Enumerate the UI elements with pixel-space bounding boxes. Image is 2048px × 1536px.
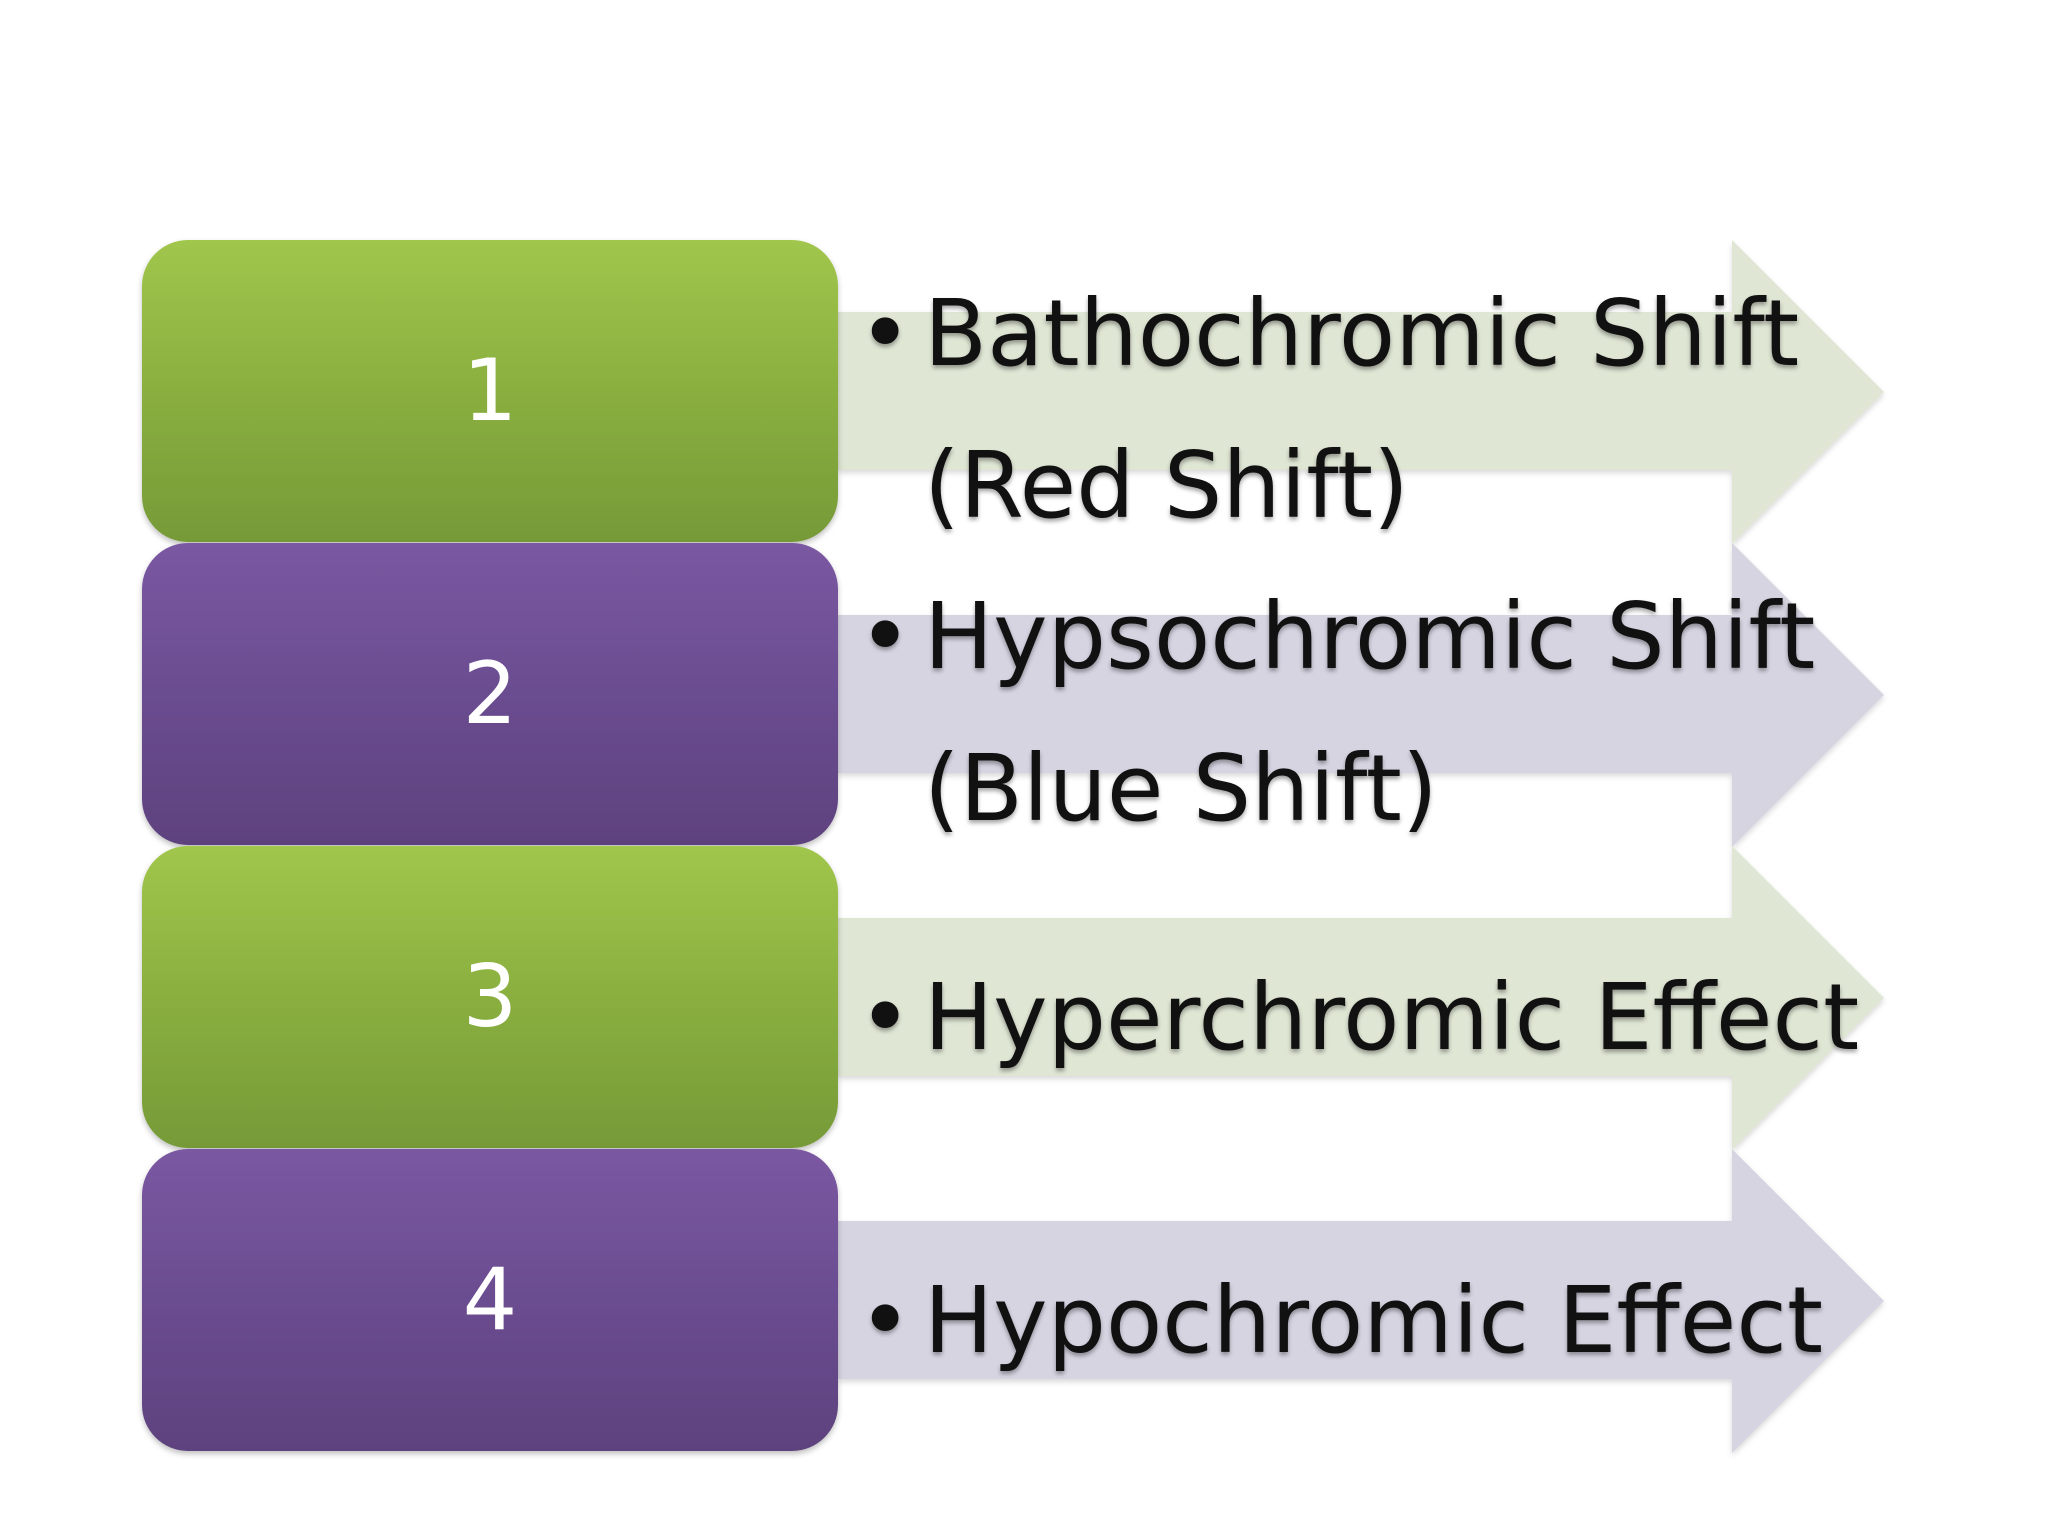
step-3-line-1: Hyperchromic Effect — [924, 964, 1860, 1071]
arrow-3 — [838, 846, 1884, 1150]
arrow-4 — [838, 1149, 1884, 1453]
step-1-number: 1 — [462, 341, 518, 441]
arrow-2 — [838, 543, 1884, 847]
step-4-label: •Hypochromic Effect — [858, 1245, 1823, 1397]
step-4-box: 4 — [142, 1149, 838, 1451]
step-2-line-1: Hypsochromic Shift — [924, 583, 1816, 690]
bullet: • — [858, 1267, 913, 1374]
step-2-line-2: (Blue Shift) — [924, 735, 1438, 842]
step-1-line-1: Bathochromic Shift — [924, 280, 1800, 387]
bullet: • — [858, 280, 913, 387]
step-4-line-1: Hypochromic Effect — [924, 1267, 1824, 1374]
step-1-line-2: (Red Shift) — [924, 432, 1409, 539]
step-3-box: 3 — [142, 846, 838, 1148]
bullet: • — [858, 964, 913, 1071]
bullet: • — [858, 583, 913, 690]
step-3-number: 3 — [462, 947, 518, 1047]
step-2-number: 2 — [462, 644, 518, 744]
step-4-number: 4 — [462, 1250, 518, 1350]
step-3-label: •Hyperchromic Effect — [858, 942, 1859, 1094]
step-2-box: 2 — [142, 543, 838, 845]
step-1-box: 1 — [142, 240, 838, 542]
arrow-1 — [838, 240, 1884, 544]
step-1-label: •Bathochromic Shift (Red Shift) — [858, 258, 1799, 562]
step-2-label: •Hypsochromic Shift (Blue Shift) — [858, 561, 1815, 865]
